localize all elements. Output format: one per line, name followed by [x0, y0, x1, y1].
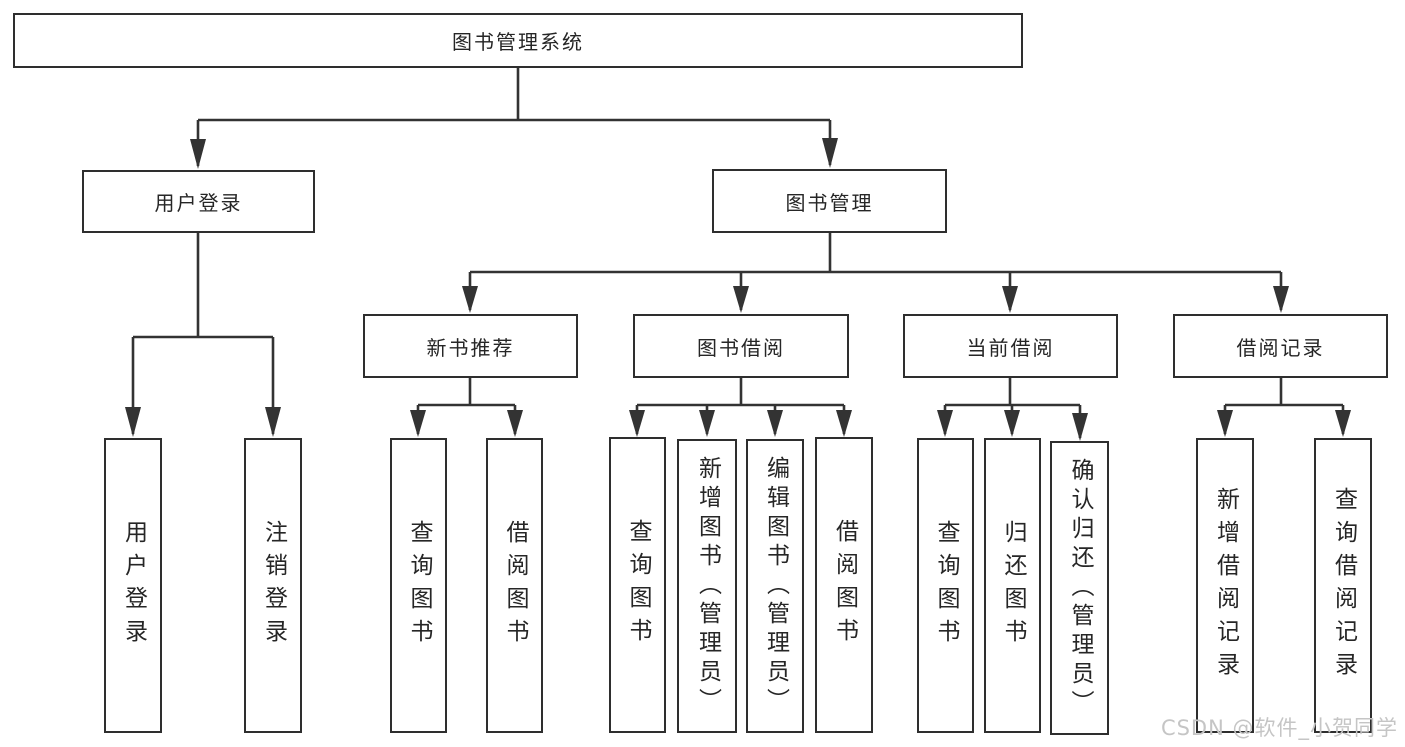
leaf-user-login: 用户登录 — [104, 438, 162, 733]
node-label: 查询图书 — [406, 519, 432, 652]
leaf-query-books-current: 查询图书 — [917, 438, 974, 733]
node-label: 注销登录 — [260, 519, 287, 652]
watermark: CSDN @软件_小贺同学 — [1160, 716, 1398, 740]
node-label: 查询借阅记录 — [1330, 486, 1357, 685]
leaf-edit-books-admin: 编辑图书（管理员） — [746, 439, 804, 733]
node-label: 图书管理系统 — [452, 30, 584, 54]
node-label: 归还图书 — [1000, 519, 1026, 652]
node-label: 用户登录 — [120, 519, 147, 652]
arrowhead — [265, 407, 281, 437]
connector-bookmgmt-to-level3 — [462, 233, 1289, 313]
arrowhead — [733, 286, 749, 313]
node-label: 当前借阅 — [966, 335, 1055, 360]
leaf-borrow-books-borrow: 借阅图书 — [815, 437, 873, 733]
arrowhead — [1072, 413, 1088, 441]
arrowhead — [629, 410, 645, 437]
leaf-confirm-return-admin: 确认归还（管理员） — [1050, 441, 1109, 735]
connector-userlogin-to-leaves — [125, 233, 281, 437]
arrowhead — [1273, 286, 1289, 313]
node-label: 新增图书（管理员） — [694, 455, 721, 717]
node-borrow-records: 借阅记录 — [1173, 314, 1388, 378]
arrowhead — [767, 410, 783, 437]
arrowhead — [699, 410, 715, 437]
connector-records-to-leaves — [1217, 378, 1351, 437]
arrowhead — [822, 138, 838, 168]
connector-root-to-level2 — [190, 68, 838, 169]
leaf-query-borrow-record: 查询借阅记录 — [1314, 438, 1372, 733]
arrowhead — [1004, 410, 1020, 437]
node-current-borrow: 当前借阅 — [903, 314, 1118, 378]
arrowhead — [190, 139, 206, 169]
node-label: 新书推荐 — [426, 335, 515, 360]
leaf-add-books-admin: 新增图书（管理员） — [677, 439, 737, 733]
connector-recommend-to-leaves — [410, 378, 523, 437]
arrowhead — [507, 410, 523, 437]
arrowhead — [462, 286, 478, 313]
node-user-login: 用户登录 — [82, 170, 315, 233]
arrowhead — [937, 410, 953, 437]
node-book-borrow: 图书借阅 — [633, 314, 849, 378]
arrowhead — [1217, 410, 1233, 437]
leaf-query-books-recommend: 查询图书 — [390, 438, 447, 733]
node-label: 查询图书 — [933, 519, 959, 652]
node-label: 编辑图书（管理员） — [762, 455, 789, 717]
node-label: 借阅记录 — [1236, 335, 1325, 360]
arrowhead — [1335, 410, 1351, 437]
node-label: 确认归还（管理员） — [1067, 457, 1093, 719]
arrowhead — [1002, 286, 1018, 313]
arrowhead — [125, 407, 141, 437]
node-label: 用户登录 — [154, 191, 243, 215]
node-label: 图书管理 — [785, 190, 874, 215]
node-label: 借阅图书 — [831, 519, 858, 651]
leaf-query-books-borrow: 查询图书 — [609, 437, 666, 733]
node-label: 图书借阅 — [697, 335, 785, 360]
node-label: 新增借阅记录 — [1212, 486, 1239, 685]
arrowhead — [836, 410, 852, 437]
leaf-return-books: 归还图书 — [984, 438, 1041, 733]
node-new-book-recommend: 新书推荐 — [363, 314, 578, 378]
connector-current-to-leaves — [937, 378, 1088, 441]
leaf-add-borrow-record: 新增借阅记录 — [1196, 438, 1254, 733]
leaf-borrow-books-recommend: 借阅图书 — [486, 438, 543, 733]
node-label: 查询图书 — [625, 519, 651, 651]
connector-borrow-to-leaves — [629, 378, 852, 437]
arrowhead — [410, 410, 426, 437]
node-book-management: 图书管理 — [712, 169, 947, 233]
leaf-logout: 注销登录 — [244, 438, 302, 733]
node-library-management-system: 图书管理系统 — [13, 13, 1023, 68]
node-label: 借阅图书 — [502, 519, 528, 652]
